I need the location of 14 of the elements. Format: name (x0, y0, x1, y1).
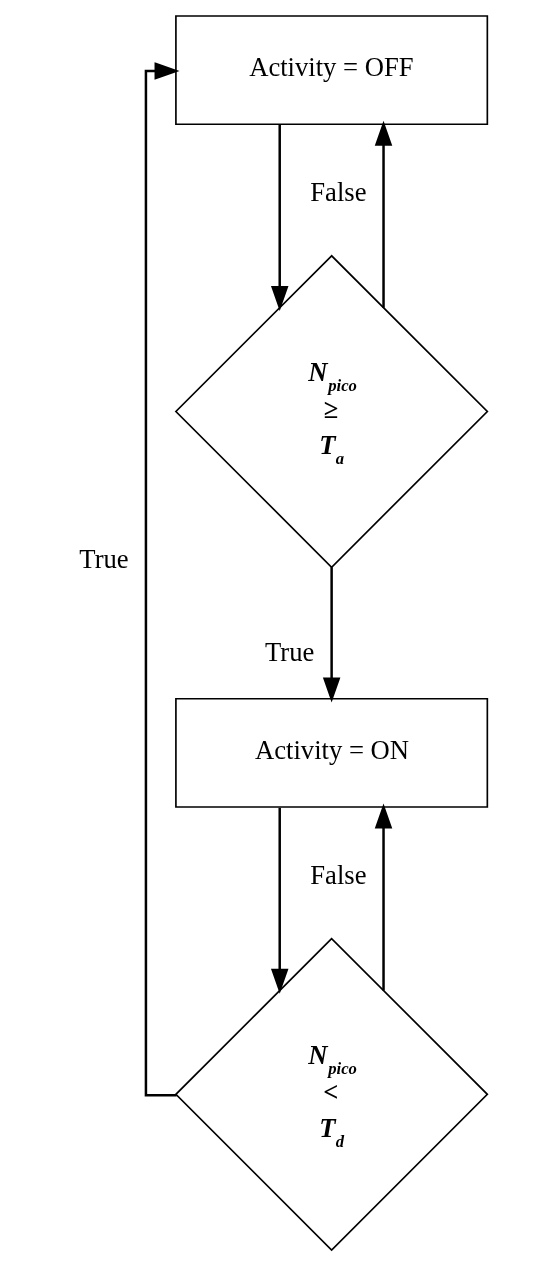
arrow (374, 120, 392, 308)
edge-label: False (309, 176, 366, 207)
node-diamond: N$_{pico}$ ≥ T$_{a}$ (174, 254, 489, 569)
edge-label: True (78, 544, 129, 575)
arrow (144, 62, 180, 1097)
edge-label: False (309, 859, 366, 890)
arrow (270, 807, 288, 994)
arrow (270, 124, 288, 311)
arrow (322, 567, 340, 703)
node-box: Activity = OFF (174, 15, 488, 126)
edge-label: True (264, 636, 314, 667)
arrow (374, 803, 392, 991)
node-diamond: N$_{pico}$ < T$_{d}$ (174, 937, 489, 1252)
node-box: Activity = ON (174, 697, 488, 808)
